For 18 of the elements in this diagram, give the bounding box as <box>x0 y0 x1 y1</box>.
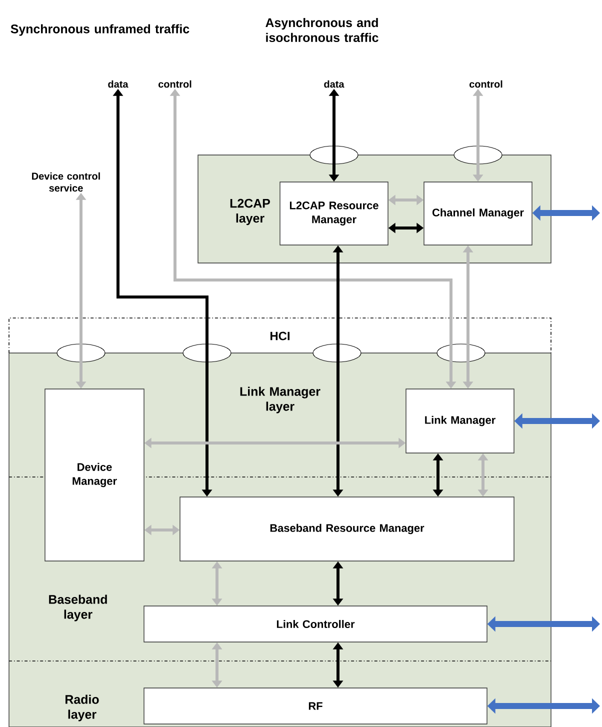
stream-label: control <box>470 80 502 88</box>
layer-label: Baseband layer <box>49 594 107 622</box>
module-box: L2CAP Resource Manager <box>280 182 388 246</box>
layer-label: Link Manager layer <box>240 386 320 414</box>
layer-label: Radio layer <box>66 694 99 722</box>
module-box: Baseband Resource Manager <box>180 496 514 562</box>
layer-label: L2CAP layer <box>230 198 270 226</box>
heading: Asynchronous and isochronous traffic <box>266 18 378 42</box>
stream-label: data <box>324 80 344 88</box>
heading: Synchronous unframed traffic <box>10 24 190 36</box>
stream-label: control <box>158 80 192 88</box>
module-box: RF <box>144 688 488 724</box>
module-box: Link Manager <box>406 388 514 454</box>
service-label: Device control service <box>32 172 100 192</box>
module-box: Link Controller <box>144 606 488 642</box>
module-box: Device Manager <box>44 388 144 562</box>
stream-label: data <box>108 80 128 88</box>
module-box: Channel Manager <box>424 182 532 246</box>
